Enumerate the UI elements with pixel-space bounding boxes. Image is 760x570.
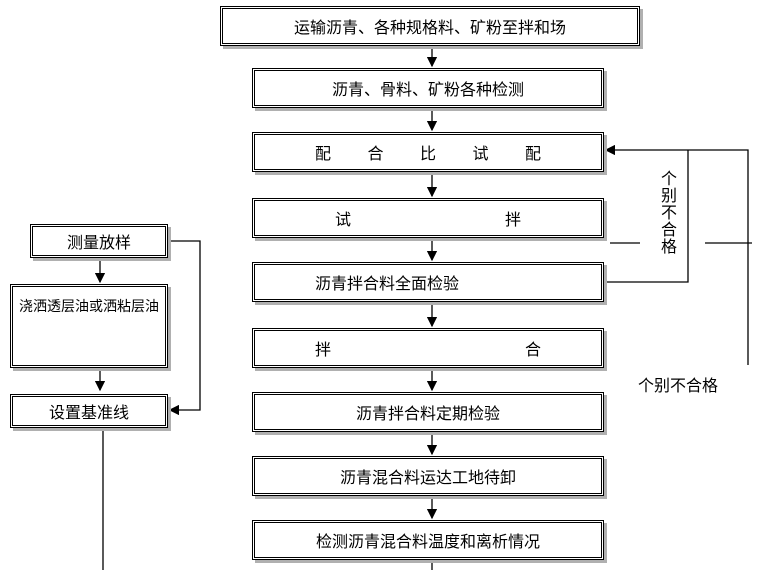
step-periodic-inspection-label: 沥青拌合料定期检验 bbox=[355, 404, 500, 423]
step-delivery-label: 沥青混合料运达工地待卸 bbox=[339, 468, 516, 487]
mix-design-char-1: 配 bbox=[315, 144, 332, 163]
mix-design-char-5: 配 bbox=[524, 144, 541, 163]
step-full-inspection-label: 沥青拌合料全面检验 bbox=[315, 274, 460, 293]
step-trial-mix: 试 拌 bbox=[252, 198, 604, 238]
inner-feedback-label: 个别不合格 bbox=[655, 170, 679, 255]
side-prime-coat-label: 浇洒透层油或洒粘层油 bbox=[19, 299, 159, 315]
step-periodic-inspection: 沥青拌合料定期检验 bbox=[252, 392, 604, 432]
outer-feedback-line bbox=[604, 144, 749, 365]
side-survey-layout: 测量放样 bbox=[30, 224, 168, 258]
step-mixing: 拌 合 bbox=[252, 328, 604, 368]
step-transport-materials: 运输沥青、各种规格料、矿粉至拌和场 bbox=[220, 6, 640, 46]
side-baseline-label: 设置基准线 bbox=[48, 403, 129, 422]
mix-design-char-3: 比 bbox=[419, 144, 436, 163]
step-transport-materials-label: 运输沥青、各种规格料、矿粉至拌和场 bbox=[293, 18, 566, 37]
step-material-testing: 沥青、骨料、矿粉各种检测 bbox=[252, 68, 604, 108]
outer-feedback-label: 个别不合格 bbox=[638, 376, 719, 396]
trial-mix-char-1: 试 bbox=[335, 210, 352, 229]
inner-feedback-line bbox=[606, 150, 689, 283]
step-mix-design: 配 合 比 试 配 bbox=[252, 132, 604, 172]
mixing-char-1: 拌 bbox=[315, 340, 332, 359]
step-temperature-check: 检测沥青混合料温度和离析情况 bbox=[252, 520, 604, 560]
step-material-testing-label: 沥青、骨料、矿粉各种检测 bbox=[331, 80, 524, 99]
step-temperature-check-label: 检测沥青混合料温度和离析情况 bbox=[315, 532, 540, 551]
mixing-char-2: 合 bbox=[524, 340, 541, 359]
mix-design-char-2: 合 bbox=[367, 144, 384, 163]
side-baseline: 设置基准线 bbox=[10, 394, 168, 428]
trial-mix-char-2: 拌 bbox=[504, 210, 521, 229]
side-survey-layout-label: 测量放样 bbox=[66, 233, 131, 252]
mix-design-char-4: 试 bbox=[472, 144, 489, 163]
step-delivery: 沥青混合料运达工地待卸 bbox=[252, 456, 604, 496]
side-loop-connector bbox=[168, 240, 201, 416]
step-full-inspection: 沥青拌合料全面检验 bbox=[252, 262, 604, 302]
side-prime-coat: 浇洒透层油或洒粘层油 bbox=[10, 284, 168, 368]
